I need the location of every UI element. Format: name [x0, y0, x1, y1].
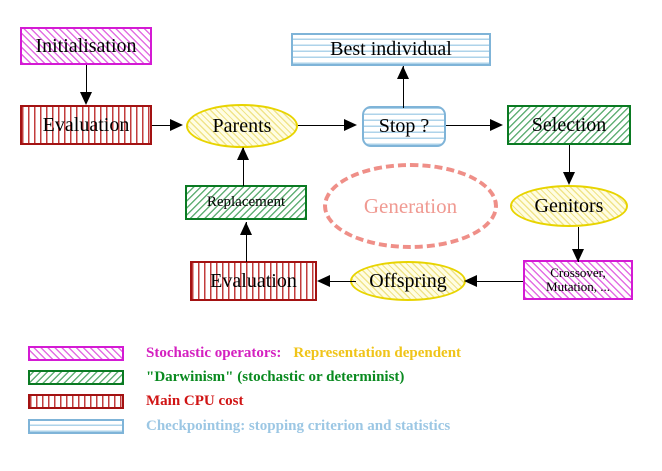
arrowhead-genitors-crossover — [572, 249, 584, 262]
legend-swatch-green-diagonal — [28, 370, 124, 385]
legend-row-checkpointing: Checkpointing: stopping criterion and st… — [28, 418, 451, 434]
legend-row-stochastic: Stochastic operators: Representation dep… — [28, 345, 462, 361]
legend-swatch-red-vertical — [28, 394, 124, 409]
legend-label-darwinism: "Darwinism" (stochastic or determinist) — [146, 369, 405, 385]
legend-label-representation-dependent: Representation dependent — [293, 345, 462, 361]
arrowhead-replacement-parents — [237, 147, 249, 160]
legend-label-main-cpu-cost: Main CPU cost — [146, 393, 244, 409]
arrowhead-initialisation-evaluation — [80, 92, 92, 105]
edge-genitors-crossover — [578, 227, 579, 262]
arrowhead-stop-best-individual — [397, 66, 409, 79]
edge-parents-stop — [298, 125, 348, 126]
edge-evaluation-replacement — [246, 222, 247, 262]
edge-stop-selection — [446, 125, 494, 126]
node-evaluation-top[interactable]: Evaluation — [20, 105, 152, 145]
legend-label-stochastic-operators: Stochastic operators: — [146, 345, 282, 361]
node-selection[interactable]: Selection — [507, 105, 631, 145]
node-evaluation-bottom[interactable]: Evaluation — [190, 261, 317, 301]
arrowhead-evaluation-replacement — [240, 222, 252, 235]
node-replacement[interactable]: Replacement — [185, 185, 307, 220]
arrowhead-offspring-evaluation — [317, 275, 330, 287]
node-initialisation[interactable]: Initialisation — [20, 27, 152, 65]
legend-swatch-blue-horizontal — [28, 419, 124, 434]
arrowhead-parents-stop — [344, 119, 357, 131]
node-genitors[interactable]: Genitors — [510, 185, 628, 227]
node-stop[interactable]: Stop ? — [362, 106, 446, 147]
edge-initialisation-evaluation — [86, 65, 87, 95]
arrowhead-crossover-offspring — [464, 275, 477, 287]
edge-offspring-evaluation — [322, 281, 356, 282]
node-crossover-mutation[interactable]: Crossover, Mutation, ... — [523, 260, 633, 300]
node-parents[interactable]: Parents — [186, 104, 298, 148]
edge-selection-genitors — [569, 145, 570, 183]
arrowhead-stop-selection — [490, 119, 503, 131]
edge-replacement-parents — [243, 148, 244, 186]
node-offspring[interactable]: Offspring — [350, 261, 466, 301]
node-best-individual[interactable]: Best individual — [291, 33, 491, 66]
legend-label-checkpointing: Checkpointing: stopping criterion and st… — [146, 418, 451, 434]
node-generation-boundary: Generation — [323, 163, 498, 249]
edge-crossover-offspring — [470, 281, 523, 282]
arrowhead-evaluation-parents — [170, 119, 183, 131]
arrowhead-selection-genitors — [563, 172, 575, 185]
edge-stop-best-individual — [403, 66, 404, 108]
legend-swatch-magenta-diagonal — [28, 346, 124, 361]
edge-evaluation-parents — [152, 125, 174, 126]
legend-row-darwinism: "Darwinism" (stochastic or determinist) — [28, 369, 405, 385]
legend-row-cpu-cost: Main CPU cost — [28, 393, 244, 409]
